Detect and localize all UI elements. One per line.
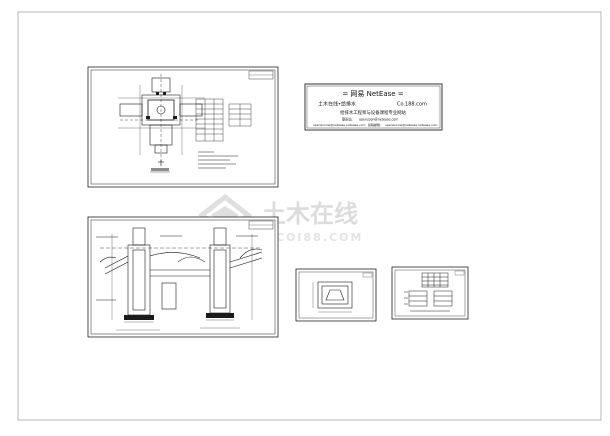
- sheet-plan-view: [87, 66, 279, 188]
- title-block-line4-value: openzoon@netease.com: [359, 118, 398, 122]
- sheet-detail-b: [391, 266, 469, 320]
- title-block-line4-label: 联系站:: [342, 117, 353, 122]
- outer-frame: [17, 11, 602, 421]
- title-block: = 网易 NetEase = 土木在线•给排水 Co.188.com 给排水工程…: [304, 83, 443, 131]
- title-block-line5-label: 投稿邮箱:: [368, 122, 381, 127]
- title-block-line2-right: Co.188.com: [397, 102, 427, 108]
- title-block-line5-right: openzoonw@netease.netease.com: [385, 123, 438, 127]
- watermark-sub-text: COI88.COM: [276, 231, 363, 244]
- title-block-line2-left: 土木在线•给排水: [318, 101, 356, 108]
- sheet-section-view: [87, 216, 279, 338]
- title-block-line3: 给排水工程师与设备课程专业网站: [340, 109, 406, 116]
- title-block-line5-left: openzoonw@netease.netease.com: [313, 123, 366, 127]
- watermark: 土木在线 COI88.COM: [197, 193, 363, 244]
- title-block-line1: = 网易 NetEase =: [342, 90, 403, 98]
- sheet-detail-a: [295, 268, 377, 322]
